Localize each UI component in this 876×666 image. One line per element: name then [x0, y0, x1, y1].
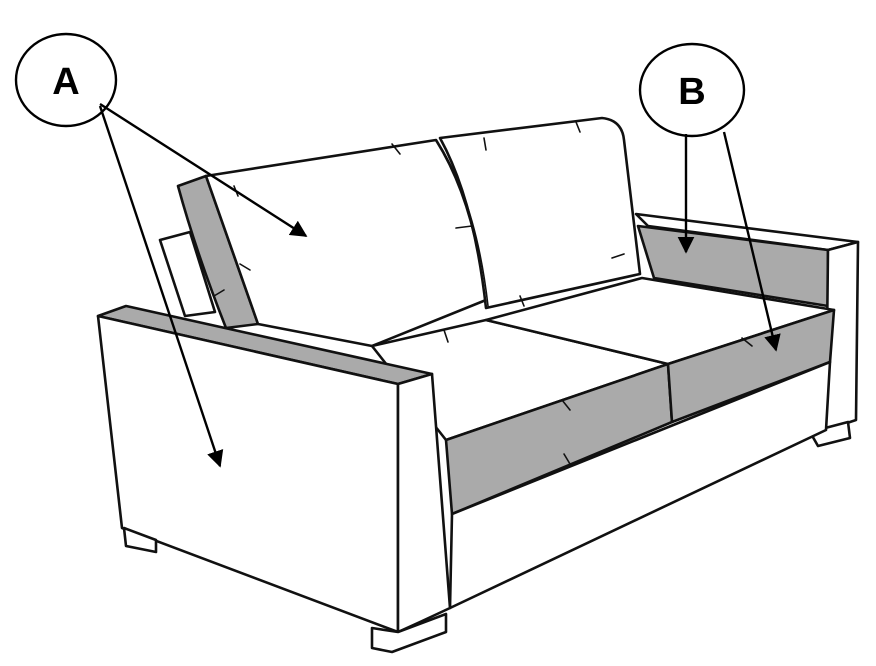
right-back-cushion [438, 116, 642, 310]
left-back-leg [122, 526, 158, 554]
callout-a-arrow-to-back-cushion [99, 102, 308, 238]
callout-a-arrow-to-armrest [98, 105, 224, 468]
cushion-seams [213, 121, 753, 465]
sofa [96, 116, 860, 654]
right-back-leg [808, 420, 852, 448]
sofa-base-front [448, 360, 832, 610]
left-front-leg [370, 612, 448, 654]
left-armrest-front [396, 372, 452, 634]
callout-b-circle [638, 42, 746, 138]
callout-b-label: B [678, 71, 705, 113]
callout-b: B [638, 42, 781, 352]
callout-a: A [14, 32, 308, 468]
sofa-back-frame [158, 230, 217, 318]
callout-a-circle [14, 32, 118, 128]
callout-b-arrow-to-seat-front [722, 131, 781, 352]
callout-a-label: A [52, 61, 79, 103]
